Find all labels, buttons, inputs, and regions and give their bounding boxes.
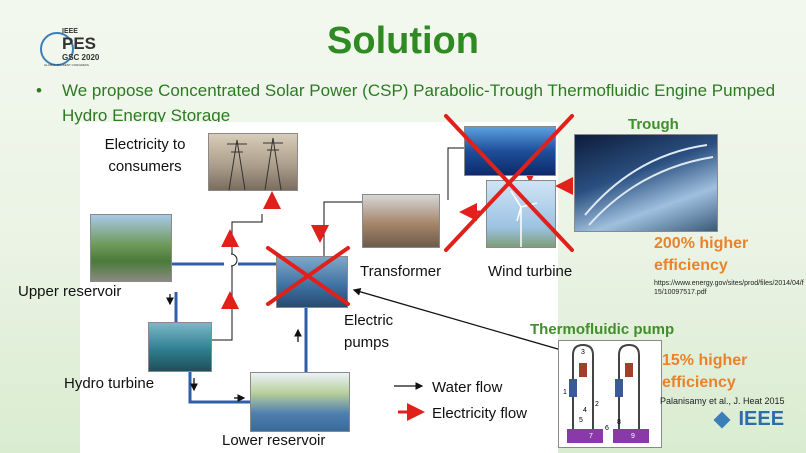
bullet-text: We propose Concentrated Solar Power (CSP…: [62, 81, 776, 125]
thermofluidic-pump-image: 3 1 2 4 5 6 7 8 9: [558, 340, 662, 448]
legend-water-flow: Water flow: [432, 379, 503, 396]
cross-renewables-b: [444, 114, 574, 252]
ieee-footer-text: IEEE: [738, 408, 785, 430]
water-flow-arrows: [166, 288, 583, 402]
pump-label-3: 3: [581, 349, 585, 356]
label-wind-turbine: Wind turbine: [488, 263, 573, 280]
trough-efficiency: 200% higher efficiency: [654, 235, 749, 274]
logo-pes-text: PES: [62, 34, 97, 53]
globe-icon: [40, 32, 74, 66]
thermofluidic-heading: Thermofluidic pump: [530, 321, 675, 338]
logo-ieee-text: IEEE: [62, 28, 78, 35]
trough-source-link[interactable]: https://www.energy.gov/sites/prod/files/…: [654, 280, 804, 296]
transmission-tower-image: [208, 133, 298, 191]
ieee-pes-logo: IEEE PES GSC 2020 GLOBAL STUDENT CONGRES…: [40, 28, 110, 68]
pump-schematic-icon: [567, 343, 649, 443]
upper-reservoir-image: [90, 214, 172, 282]
logo-gsc-text: GSC 2020: [62, 53, 100, 62]
pump-label-7: 7: [589, 433, 593, 440]
electric-pumps-image: [276, 256, 348, 308]
label-electricity-to-consumers: Electricity to consumers: [104, 136, 186, 175]
parabolic-trough-image: [574, 134, 718, 232]
ieee-footer-logo: IEEE: [713, 408, 785, 431]
pump-label-4: 4: [583, 407, 587, 414]
lower-reservoir-image: [250, 372, 350, 432]
label-electric-pumps: Electric pumps: [344, 312, 394, 351]
tower-icon: [227, 137, 283, 191]
label-transformer: Transformer: [360, 263, 442, 280]
bullet-symbol: •: [36, 81, 42, 100]
logo-congress-text: GLOBAL STUDENT CONGRESS: [44, 63, 89, 67]
pump-label-8: 8: [617, 419, 621, 426]
thermo-efficiency: 15% higher efficiency: [662, 352, 748, 391]
electricity-flow-arrows: [221, 165, 573, 421]
label-hydro-turbine: Hydro turbine: [64, 375, 155, 392]
transformer-image: [362, 194, 440, 248]
label-lower-reservoir: Lower reservoir: [222, 432, 326, 449]
thermo-citation: Palanisamy et al., J. Heat 2015: [660, 396, 785, 406]
pump-label-6: 6: [605, 425, 609, 432]
pump-label-5: 5: [579, 417, 583, 424]
pump-label-2: 2: [595, 401, 599, 408]
trough-heading: Trough: [628, 116, 679, 133]
slide-title: Solution: [327, 20, 479, 62]
legend-electricity-flow: Electricity flow: [432, 405, 528, 422]
bullet-point: • We propose Concentrated Solar Power (C…: [36, 78, 796, 128]
trough-mirror-icon: [584, 144, 714, 226]
label-upper-reservoir: Upper reservoir: [18, 283, 122, 300]
pump-label-9: 9: [631, 433, 635, 440]
diamond-icon: [713, 411, 731, 428]
cross-pumps-b: [266, 246, 350, 306]
hydro-turbine-image: [148, 322, 212, 372]
turbine-icon: [510, 190, 538, 247]
pump-label-1: 1: [563, 389, 567, 396]
wind-turbine-image: [486, 180, 556, 248]
